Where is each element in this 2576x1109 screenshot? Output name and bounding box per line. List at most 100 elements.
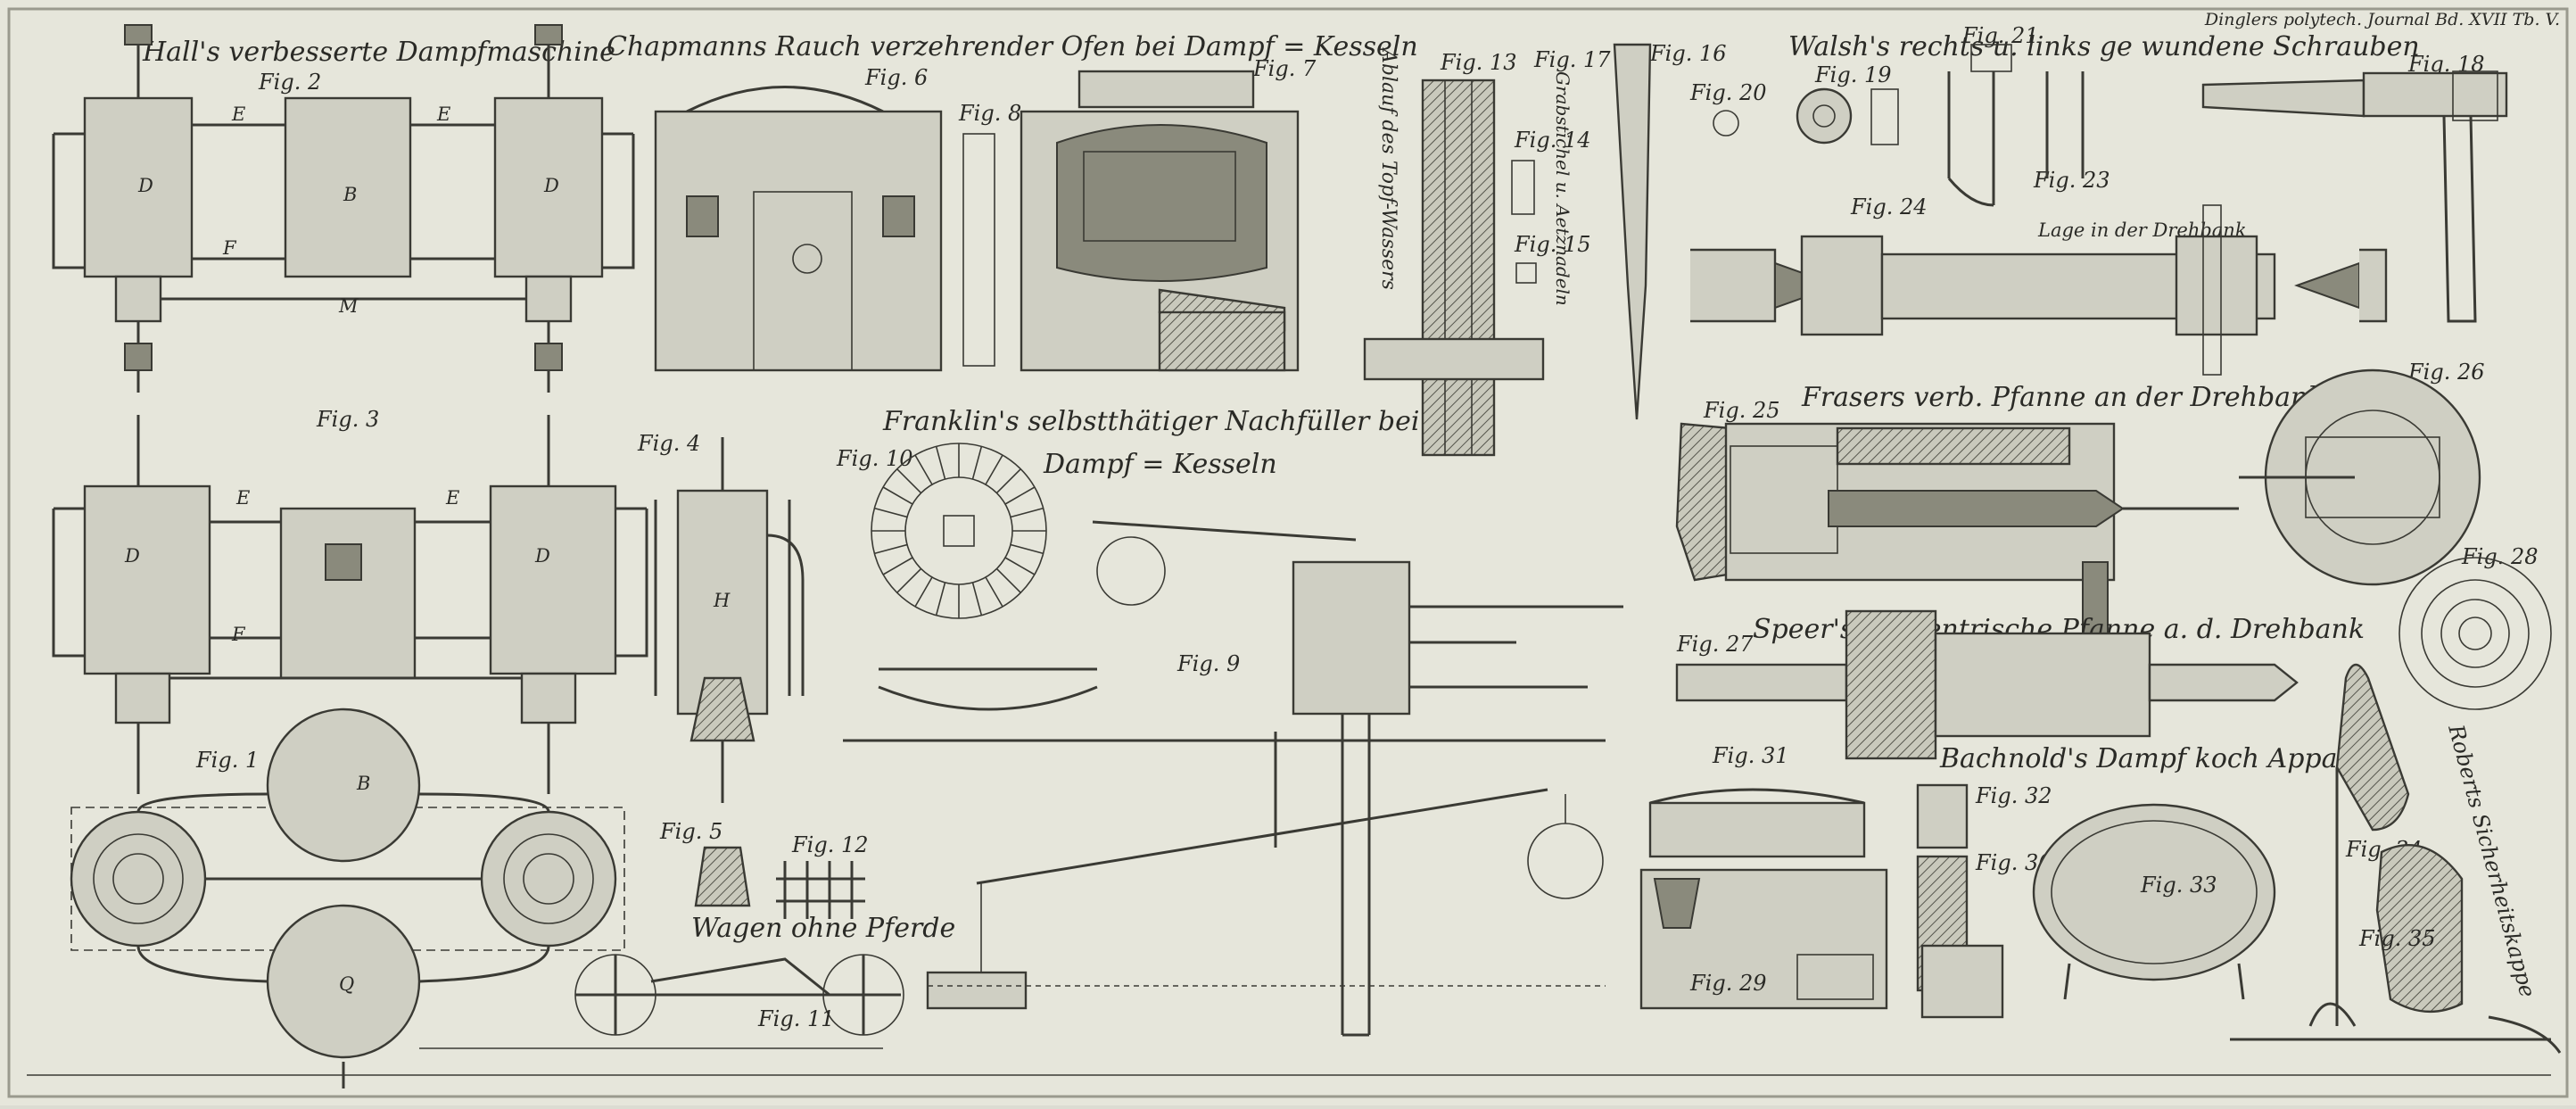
fig3-base-left xyxy=(114,672,171,724)
fig2-cylinder-center xyxy=(284,96,412,278)
fig33-oval-inner xyxy=(2051,820,2258,964)
section-title-franklin-1: Franklin's selbstthätiger Nachfüller bei xyxy=(882,406,1419,437)
fig-3-label: Fig. 3 xyxy=(316,407,379,432)
section-title-chapman: Chapmanns Rauch verzehrender Ofen bei Da… xyxy=(607,31,1418,62)
fig13-bore xyxy=(1444,79,1473,456)
fig34-hood xyxy=(2335,663,2410,832)
bachnold-group: Fig. 31 Fig. 29 Bachnold's Dampf koch Ap… xyxy=(1639,743,2378,1019)
fig21-screw xyxy=(1970,44,2012,72)
fig2-pipes xyxy=(52,132,635,269)
plate-border xyxy=(7,7,2569,1098)
fig1-cylinder-b xyxy=(266,708,421,863)
fig33-oval-outer xyxy=(2032,803,2276,981)
fig-11-label: Fig. 11 xyxy=(757,1006,835,1031)
fig6-furnace-front xyxy=(654,110,943,372)
fig5-bundle xyxy=(694,846,751,907)
fig-14-label: Fig. 14 xyxy=(1514,128,1591,153)
fig24-dog-right xyxy=(2175,235,2258,336)
fig3-letter-f: F xyxy=(231,624,246,645)
fig2-cylinder-left xyxy=(83,96,194,278)
fig18-thread xyxy=(2452,70,2498,121)
fig2-letter-d2: D xyxy=(543,175,559,196)
fig23-tool xyxy=(2045,71,2085,178)
fig9-weight-f xyxy=(1527,823,1604,899)
fig7-ashpit xyxy=(1158,310,1286,372)
section-title-wagen: Wagen ohne Pferde xyxy=(691,913,955,944)
fig3-letter-d2: D xyxy=(534,545,550,567)
fig3-cylinder-right xyxy=(489,484,617,675)
fig19-disk xyxy=(1796,87,1853,145)
fig-1-label: Fig. 1 xyxy=(195,748,259,773)
fig-7-label: Fig. 7 xyxy=(1252,56,1317,81)
fig9-main-lever xyxy=(976,788,1548,885)
fig20-ring xyxy=(1713,110,1739,137)
fig10-spokes xyxy=(871,443,1046,618)
fig-4-label: Fig. 4 xyxy=(637,431,700,456)
fig-31-label: Fig. 31 xyxy=(1712,743,1789,768)
speer-group: Fig. 27 Speer's concentrische Pfanne a. … xyxy=(1675,609,2365,760)
fig-20-label: Fig. 20 xyxy=(1689,80,1767,105)
fig9-float-small xyxy=(1096,536,1166,606)
fig9-branch-pipes xyxy=(1409,605,1623,689)
fig-25-label: Fig. 25 xyxy=(1703,398,1780,423)
fig-29-label: Fig. 29 xyxy=(1689,971,1767,996)
fig-24-label: Fig. 24 xyxy=(1850,194,1928,219)
fig19-hole xyxy=(1812,104,1836,128)
fig7-boiler-shell xyxy=(1056,124,1267,282)
fig-19-label: Fig. 19 xyxy=(1814,62,1892,87)
fig11-chassis xyxy=(575,955,901,1035)
fig14-tool xyxy=(1511,160,1535,215)
chapman-group: Chapmanns Rauch verzehrender Ofen bei Da… xyxy=(607,31,1418,372)
fig3-cylinder-center xyxy=(279,507,417,680)
fig2-connectors xyxy=(192,123,495,261)
fig3-shafts xyxy=(136,723,550,794)
section-title-bachnold: Bachnold's Dampf koch Apparat xyxy=(1939,743,2378,774)
fig3-pipes xyxy=(52,507,648,658)
fig32-box xyxy=(1916,783,1969,849)
fig24-screw xyxy=(2202,204,2222,376)
fig6-arch xyxy=(686,86,884,113)
fig2-letter-m: M xyxy=(338,295,359,317)
fig9-upper-lever xyxy=(1092,520,1357,542)
fig3-stems xyxy=(136,415,550,486)
fig2-base-left xyxy=(114,275,162,323)
fig2-shaft-block-left xyxy=(124,343,153,371)
franklin-group: Franklin's selbstthätiger Nachfüller bei… xyxy=(836,406,1623,1037)
section-title-franklin-2: Dampf = Kesseln xyxy=(1043,449,1277,480)
fig1-ring-right xyxy=(503,833,594,924)
fig31-lid-top xyxy=(1649,788,1865,805)
section-title-ablauf: Ablauf des Topf-Wassers xyxy=(1377,47,1399,290)
fig2-letter-e2: E xyxy=(436,103,450,125)
fig28-ring2 xyxy=(2421,579,2530,688)
fig12-rack xyxy=(776,861,865,919)
fig34-tube xyxy=(2308,767,2357,1027)
section-title-fraser: Frasers verb. Pfanne an der Drehbank xyxy=(1801,382,2324,413)
fig3-cylinder-left xyxy=(83,484,211,675)
fraser-group: Fig. 25 Frasers verb. Pfanne an der Dreh… xyxy=(1675,360,2552,710)
roberts-group: Roberts Sicherheitskappe Fig. 34 Fig. 35 xyxy=(2230,663,2562,1054)
fig7-top-box xyxy=(1077,70,1255,109)
hall-engine-group: Hall's verbesserte Dampfmaschine Fig. 2 … xyxy=(52,24,648,1088)
section-title-grabstichel: Grabstichel u. Aetznadeln xyxy=(1552,71,1573,306)
fig-13-label: Fig. 13 xyxy=(1440,50,1517,75)
fig2-shafts xyxy=(136,321,550,393)
fig28-ring3 xyxy=(2440,599,2510,668)
plate-header: Dinglers polytech. Journal Bd. XVII Tb. … xyxy=(2204,10,2560,29)
fig-10-label: Fig. 10 xyxy=(836,446,913,471)
fig-12-label: Fig. 12 xyxy=(791,832,869,857)
fig19-thread xyxy=(1870,88,1899,145)
fig9-ties xyxy=(980,794,1566,972)
fig13-pipe-wall xyxy=(1421,79,1496,457)
fig9-float-e xyxy=(926,971,1028,1010)
fig9-trough xyxy=(878,667,1098,711)
fig3-base-right xyxy=(520,672,577,724)
fig1-letter-q: Q xyxy=(339,973,354,995)
fig1-piping xyxy=(136,792,550,983)
fig4-cone xyxy=(689,676,755,742)
fig-32-label: Fig. 32 xyxy=(1975,783,2052,808)
fig2-valve-top-left xyxy=(124,24,153,46)
fig29-valve xyxy=(1796,954,1874,1000)
fig29-spout xyxy=(1653,878,1701,929)
fig13-17-group: Ablauf des Topf-Wassers Fig. 13 Fig. 17 … xyxy=(1363,41,1727,457)
fig-16-label: Fig. 16 xyxy=(1649,41,1727,66)
